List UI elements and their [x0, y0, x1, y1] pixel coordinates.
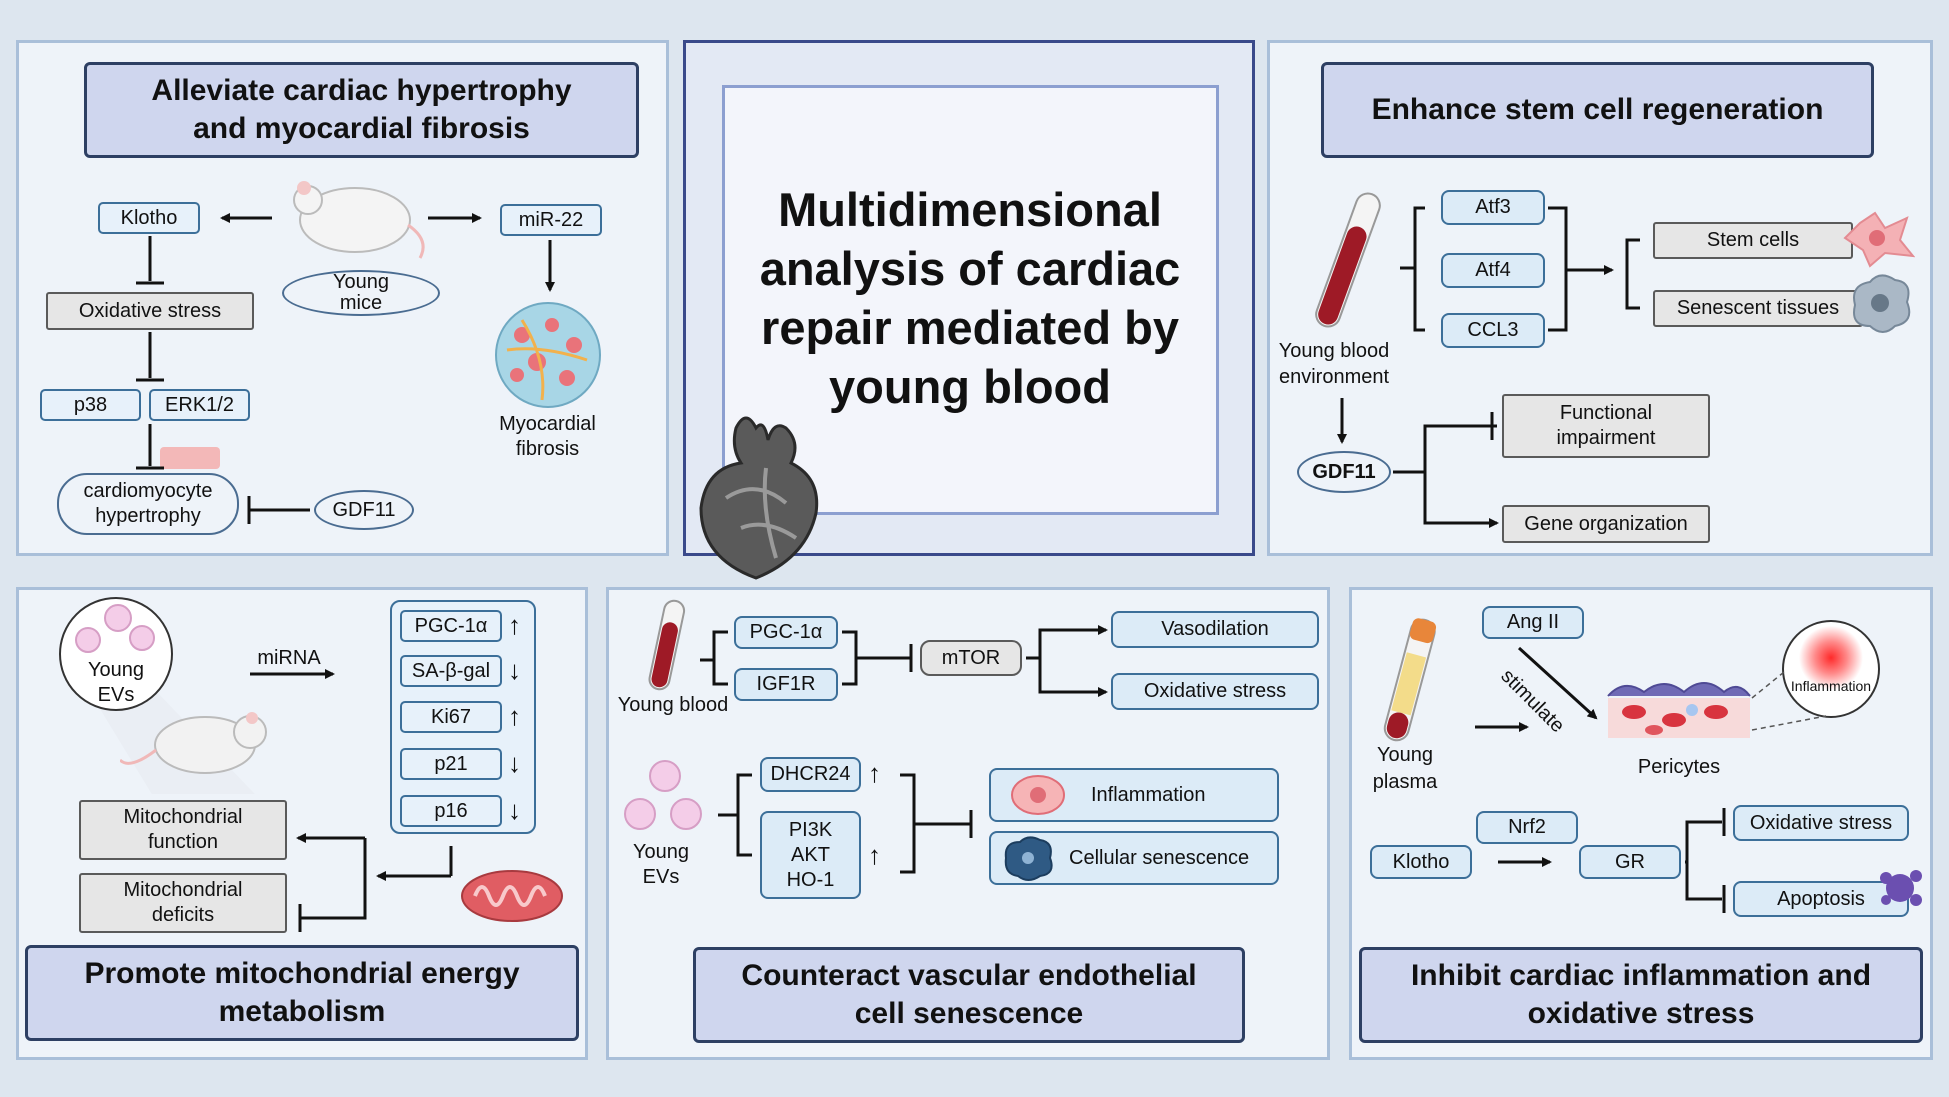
p5-inflammation-circle	[1782, 620, 1880, 718]
senescent-cell-icon	[1004, 836, 1053, 881]
rat-icon	[120, 712, 267, 774]
cardiomyocyte-icon	[160, 447, 220, 469]
fibrosis-tissue-icon	[495, 302, 601, 408]
p2-senescent: Senescent tissues	[1653, 290, 1863, 327]
p1-p38: p38	[40, 389, 141, 421]
p4-pgc: PGC-1α	[734, 616, 838, 649]
center-inner-box	[722, 85, 1219, 515]
p2-atf3: Atf3	[1441, 190, 1545, 225]
p2-env: Young blood environment	[1278, 340, 1390, 388]
p3-mirna: miRNA	[257, 647, 321, 669]
p5-plasma: Young plasma	[1372, 744, 1438, 793]
p4-evs: Young EVs	[633, 841, 689, 888]
p4-dhcr: DHCR24	[760, 757, 861, 792]
p3-marker-ki67: Ki67	[400, 701, 502, 733]
p3-marker-sabgal-dir: ↓	[508, 655, 521, 685]
p4-dhcr-dir: ↑	[868, 758, 881, 788]
p4-blood: Young blood	[617, 694, 729, 716]
p4-vasodilation: Vasodilation	[1111, 611, 1319, 648]
p2-ccl3: CCL3	[1441, 313, 1545, 348]
p3-evs: Young EVs	[88, 659, 144, 706]
p4-evs-icon	[624, 760, 702, 830]
p2-stem-cells: Stem cells	[1653, 222, 1853, 259]
p3-mito-function: Mitochondrial function	[79, 800, 287, 860]
apoptosis-cell-icon	[1880, 870, 1922, 906]
p3-marker-p16: p16	[400, 795, 502, 827]
p5-inflammation: Inflammation	[1790, 678, 1872, 694]
blood-tube-icon	[1315, 192, 1381, 328]
p3-marker-ki67-dir: ↑	[508, 701, 521, 731]
p4-oxidative: Oxidative stress	[1111, 673, 1319, 710]
p4-blood-tube-icon	[648, 599, 686, 691]
p1-gdf11: GDF11	[314, 490, 414, 530]
p5-gr: GR	[1579, 845, 1681, 879]
p3-marker-pgc: PGC-1α	[400, 610, 502, 642]
senescent-cell-icon	[1853, 274, 1911, 333]
p3-marker-p21: p21	[400, 748, 502, 780]
mouse-icon	[293, 181, 425, 259]
p5-oxidative: Oxidative stress	[1733, 805, 1909, 841]
stem-cell-icon	[1843, 211, 1915, 268]
p3-marker-pgc-dir: ↑	[508, 610, 521, 640]
p1-hypertrophy: cardiomyocyte hypertrophy	[57, 473, 239, 535]
p5-ang: Ang II	[1482, 606, 1584, 639]
p5-nrf2: Nrf2	[1476, 811, 1578, 844]
p3-marker-p16-dir: ↓	[508, 795, 521, 825]
p4-igf: IGF1R	[734, 668, 838, 701]
center-title: Multidimensional analysis of cardiac rep…	[759, 183, 1181, 413]
p3-marker-sabgal: SA-β-gal	[400, 655, 502, 687]
p5-pericytes: Pericytes	[1637, 756, 1721, 778]
p2-impairment: Functional impairment	[1502, 394, 1710, 458]
p3-mito-deficits: Mitochondrial deficits	[79, 873, 287, 933]
p2-header: Enhance stem cell regeneration	[1321, 62, 1874, 158]
plasma-tube-icon	[1383, 618, 1437, 742]
p1-oxidative-stress: Oxidative stress	[46, 292, 254, 330]
p3-marker-p21-dir: ↓	[508, 748, 521, 778]
p2-gene: Gene organization	[1502, 505, 1710, 543]
p3-header: Promote mitochondrial energy metabolism	[25, 945, 579, 1041]
p4-pi3k: PI3K AKT HO-1	[760, 811, 861, 899]
p4-mtor: mTOR	[920, 640, 1022, 676]
p5-header: Inhibit cardiac inflammation and oxidati…	[1359, 947, 1923, 1043]
p1-header: Alleviate cardiac hypertrophy and myocar…	[84, 62, 639, 158]
p4-header: Counteract vascular endothelial cell sen…	[693, 947, 1245, 1043]
p1-mir22: miR-22	[500, 204, 602, 236]
p1-young-mice: Young mice	[282, 270, 440, 316]
mitochondrion-icon	[461, 870, 563, 922]
pericytes-icon	[1607, 682, 1751, 738]
p5-apoptosis: Apoptosis	[1733, 881, 1909, 917]
p1-klotho: Klotho	[98, 202, 200, 234]
p2-atf4: Atf4	[1441, 253, 1545, 288]
p1-fibrosis: Myocardial fibrosis	[499, 413, 596, 460]
p1-erk: ERK1/2	[149, 389, 250, 421]
p5-klotho: Klotho	[1370, 845, 1472, 879]
heart-icon	[699, 416, 819, 580]
p2-gdf11: GDF11	[1297, 451, 1391, 493]
inflamed-cell-icon	[1011, 775, 1065, 815]
p4-pi3k-dir: ↑	[868, 840, 881, 870]
